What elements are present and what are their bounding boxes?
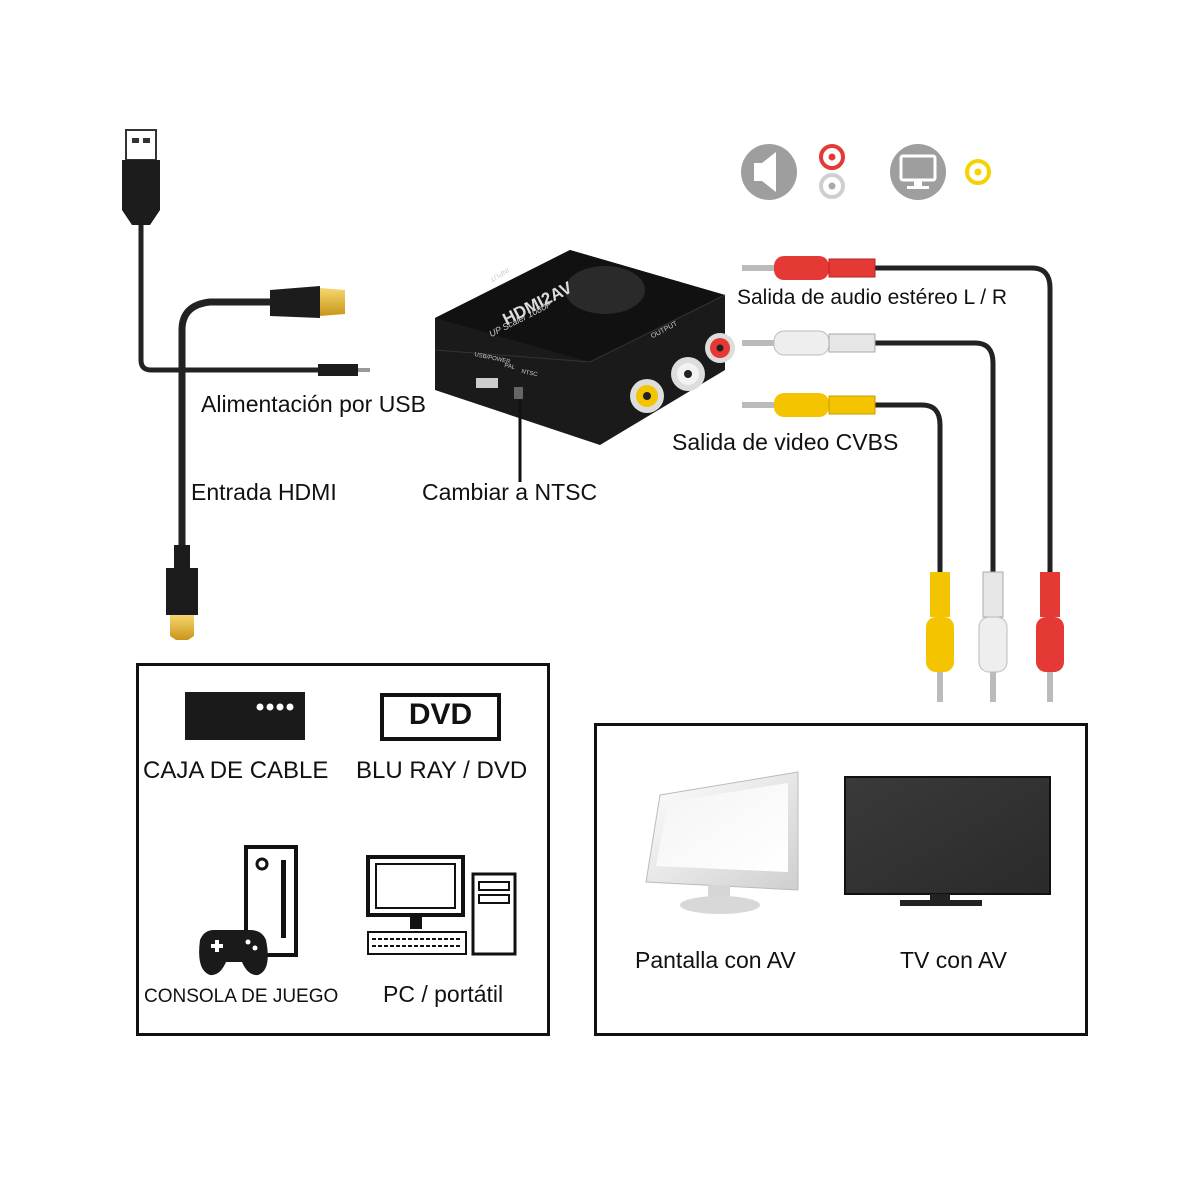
rca-jack-red	[705, 333, 735, 363]
converter-box	[434, 250, 735, 445]
displays-panel	[594, 723, 1088, 1036]
dvd-badge: DVD	[408, 698, 473, 731]
red-rca-plug-bottom	[1036, 572, 1064, 702]
rca-cables	[742, 256, 1064, 702]
speaker-icon	[741, 144, 797, 200]
white-rca-plug-top	[742, 330, 876, 356]
monitor-display-icon	[645, 771, 799, 914]
mini-usb-port	[476, 378, 498, 388]
usb-cable	[122, 129, 370, 376]
red-rca-plug-top	[742, 256, 876, 280]
cable-box-label: CAJA DE CABLE	[143, 757, 329, 784]
yellow-rca-plug-bottom	[926, 572, 954, 702]
hdmi-cable	[166, 286, 345, 640]
tv-icon	[844, 776, 1051, 906]
white-rca-plug-bottom	[978, 571, 1008, 702]
dvd-label: BLU RAY / DVD	[356, 757, 528, 784]
dvd-player-icon	[380, 693, 501, 741]
ntsc-switch-callout: Cambiar a NTSC	[422, 479, 598, 505]
video-rca-color-dot	[965, 159, 991, 185]
game-console-label: CONSOLA DE JUEGO	[144, 986, 339, 1007]
monitor-label: Pantalla con AV	[635, 947, 796, 973]
video-out-callout: Salida de video CVBS	[672, 429, 899, 455]
usb-power-callout: Alimentación por USB	[201, 391, 426, 417]
rca-jack-yellow	[630, 379, 664, 413]
tv-label: TV con AV	[900, 947, 1007, 973]
monitor-icon	[890, 144, 946, 200]
game-console-icon	[199, 845, 298, 976]
pc-label: PC / portátil	[383, 981, 504, 1007]
cable-box-icon	[185, 692, 305, 740]
audio-rca-color-dots	[819, 144, 845, 199]
yellow-rca-plug-top	[742, 393, 876, 417]
pal-ntsc-switch	[514, 387, 523, 399]
rca-jack-white	[671, 357, 705, 391]
sources-panel	[136, 663, 550, 1036]
audio-out-callout: Salida de audio estéreo L / R	[737, 286, 1008, 309]
desktop-pc-icon	[366, 855, 517, 956]
hdmi-input-callout: Entrada HDMI	[191, 479, 337, 505]
